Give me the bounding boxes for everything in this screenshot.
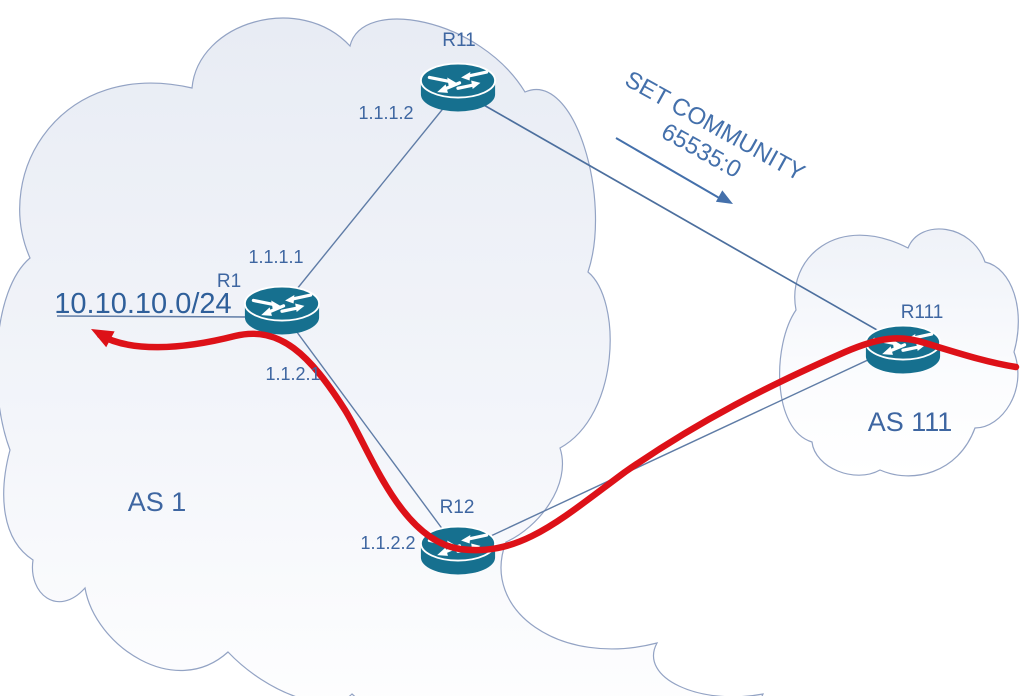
- label-r1: R1: [217, 271, 241, 292]
- label-r111: R111: [901, 302, 944, 323]
- link-r11-r111: [474, 99, 899, 343]
- ip-label-r11-interface: 1.1.1.2: [358, 103, 413, 123]
- red-arrowhead-icon: [91, 329, 115, 348]
- as1-label: AS 1: [128, 487, 187, 517]
- community-arrowhead-icon: [715, 190, 733, 204]
- router-r111-icon: [864, 324, 942, 375]
- prefix-label: 10.10.10.0/24: [54, 288, 231, 320]
- ip-label-r1-lower-interface: 1.1.2.1: [265, 364, 320, 384]
- as1-cloud: [0, 17, 765, 696]
- label-r12: R12: [440, 497, 475, 518]
- label-r11: R11: [442, 30, 475, 51]
- link-r12-r111: [464, 344, 901, 549]
- red-traffic-path: [91, 329, 1020, 554]
- router-r11-icon: [419, 62, 497, 113]
- router-r1-icon: [243, 285, 321, 336]
- ip-label-r12-interface: 1.1.2.2: [360, 533, 415, 553]
- community-annotation: SET COMMUNITY 65535:0: [620, 66, 809, 187]
- link-r1-r12: [287, 319, 453, 543]
- link-r11-r1: [287, 99, 451, 301]
- stub-network-link: [56, 315, 251, 318]
- community-arrow: [615, 137, 733, 204]
- ip-label-r1-upper-interface: 1.1.1.1: [248, 247, 303, 267]
- as111-label: AS 111: [868, 407, 953, 437]
